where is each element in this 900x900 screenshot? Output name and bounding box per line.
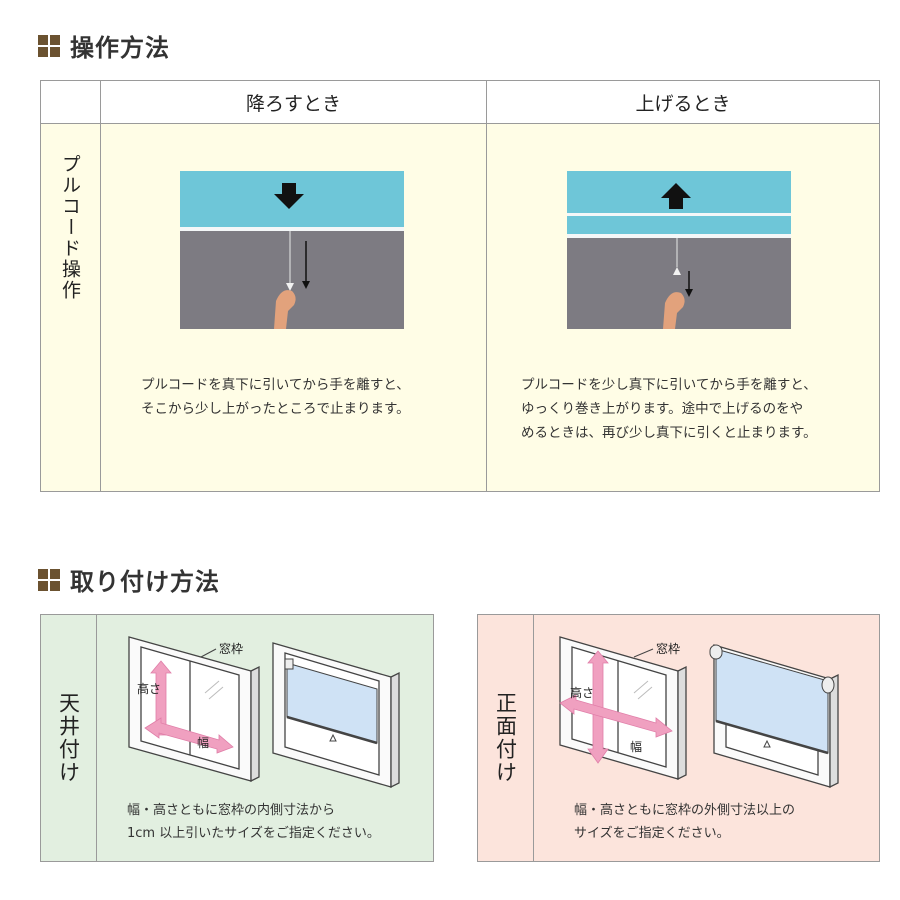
section-heading-mounting: 取り付け方法 [38, 562, 220, 597]
lowering-cell: プルコードを真下に引いてから手を離すと、 そこから少し上がったところで止まります… [101, 124, 487, 491]
front-mount-description: 幅・高さともに窓枠の外側寸法以上の サイズをご指定ください。 [574, 799, 795, 845]
desc-line: ゆっくり巻き上がります。途中で上げるのをや [521, 401, 804, 417]
row-label-pull-cord: プルコード操作 [59, 154, 81, 301]
front-mount-box: 正面付け 高さ 幅 窓枠 幅・高さともに窓枠の外側 [477, 614, 880, 862]
desc-line: 幅・高さともに窓枠の外側寸法以上の [574, 803, 796, 818]
header-lowering: 降ろすとき [101, 81, 487, 124]
desc-line: めるときは、再び少し真下に引くと止まります。 [521, 425, 817, 441]
desc-line: 幅・高さともに窓枠の内側寸法から [127, 803, 336, 818]
frame-label: 窓枠 [656, 641, 680, 656]
height-label: 高さ [570, 685, 594, 700]
up-arrow-icon [661, 183, 691, 209]
table-header-row: 降ろすとき 上げるとき [41, 81, 879, 124]
raising-cell: プルコードを少し真下に引いてから手を離すと、 ゆっくり巻き上がります。途中で上げ… [487, 124, 879, 491]
section-title: 取り付け方法 [70, 568, 220, 596]
desc-line: そこから少し上がったところで止まります。 [141, 401, 410, 417]
front-mount-illustration: 高さ 幅 窓枠 [559, 636, 839, 789]
ceiling-mount-box: 天井付け 高さ 幅 窓枠 幅・ [40, 614, 434, 862]
table-body-row: プルコード操作 プルコードを真下に引いてから手を離すと、 そこから少し上がったと [41, 124, 879, 491]
header-raising: 上げるとき [635, 93, 731, 115]
ceiling-mount-label: 天井付け [56, 692, 81, 784]
operation-table: 降ろすとき 上げるとき プルコード操作 プルコードを真 [40, 80, 880, 492]
down-arrow-icon [274, 183, 304, 209]
height-label: 高さ [137, 681, 161, 696]
desc-line: 1cm 以上引いたサイズをご指定ください。 [127, 826, 380, 841]
section-heading-operation: 操作方法 [38, 28, 170, 63]
width-label: 幅 [630, 739, 642, 754]
width-label: 幅 [197, 735, 209, 750]
raising-description: プルコードを少し真下に引いてから手を離すと、 ゆっくり巻き上がります。途中で上げ… [521, 373, 817, 445]
mount-label-cell: 正面付け [478, 615, 534, 861]
desc-line: サイズをご指定ください。 [574, 826, 730, 841]
ceiling-mount-illustration: 高さ 幅 窓枠 [128, 636, 400, 789]
desc-line: プルコードを真下に引いてから手を離すと、 [141, 377, 410, 393]
ceiling-mount-description: 幅・高さともに窓枠の内側寸法から 1cm 以上引いたサイズをご指定ください。 [127, 799, 380, 845]
lowering-description: プルコードを真下に引いてから手を離すと、 そこから少し上がったところで止まります… [141, 373, 410, 421]
desc-line: プルコードを少し真下に引いてから手を離すと、 [521, 377, 817, 393]
section-title: 操作方法 [70, 34, 170, 62]
frame-label: 窓枠 [219, 641, 243, 656]
table-corner-cell [41, 81, 101, 124]
lowering-photo [180, 171, 404, 329]
raising-photo [567, 171, 791, 329]
mount-label-cell: 天井付け [41, 615, 97, 861]
square-grid-icon [38, 568, 60, 591]
front-mount-label: 正面付け [493, 692, 518, 784]
row-label-cell: プルコード操作 [41, 124, 101, 491]
square-grid-icon [38, 34, 60, 57]
